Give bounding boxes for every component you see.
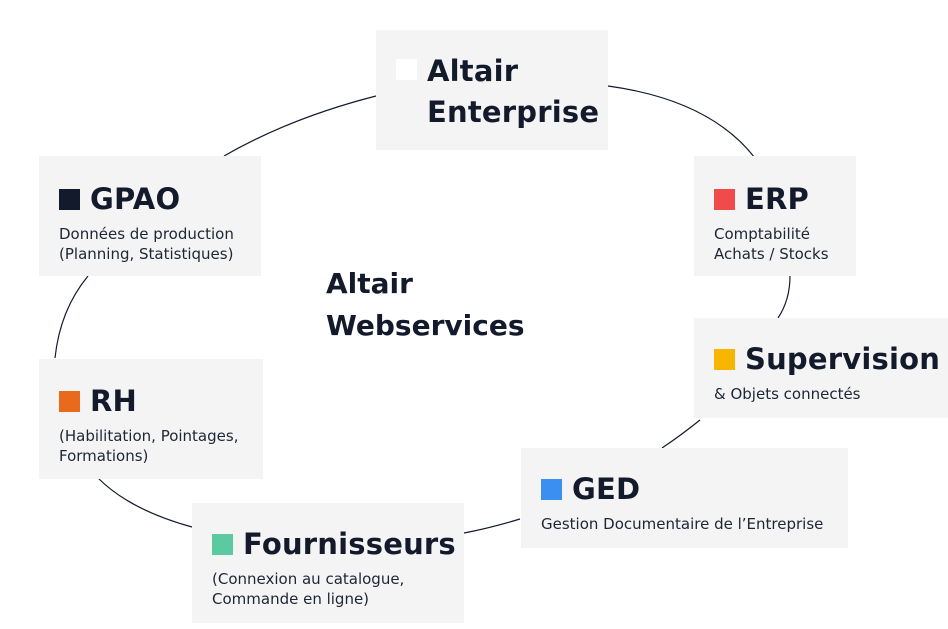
card-gpao-square-icon (59, 188, 80, 210)
card-supervision-description: & Objets connectés (714, 385, 861, 403)
card-rh-description: (Habilitation, Pointages, Formations) (59, 427, 239, 465)
card-erp: ERP Comptabilité Achats / Stocks (694, 156, 856, 276)
card-ged-square-icon (541, 478, 562, 500)
card-fournisseurs-title: Fournisseurs (243, 527, 456, 561)
card-rh: RH (Habilitation, Pointages, Formations) (39, 359, 263, 479)
card-supervision-title: Supervision (745, 342, 941, 376)
card-rh-title: RH (90, 384, 138, 418)
card-gpao-title: GPAO (90, 182, 181, 216)
card-enterprise-square-icon (396, 59, 417, 80)
card-ged-description: Gestion Documentaire de l’Entreprise (541, 515, 824, 533)
card-erp-square-icon (714, 188, 735, 210)
card-enterprise-title: Altair Enterprise (427, 54, 600, 129)
card-fournisseurs-description: (Connexion au catalogue, Commande en lig… (212, 570, 405, 608)
card-rh-square-icon (59, 390, 80, 412)
card-gpao-description: Données de production (Planning, Statist… (59, 225, 234, 263)
card-altair-enterprise: Altair Enterprise (376, 30, 608, 150)
card-ged: GED Gestion Documentaire de l’Entreprise (521, 448, 848, 548)
card-gpao: GPAO Données de production (Planning, St… (39, 156, 261, 276)
card-supervision: Supervision & Objets connectés (694, 318, 948, 418)
card-fournisseurs-square-icon (212, 533, 233, 555)
card-ged-title: GED (572, 472, 641, 506)
center-title: Altair Webservices (326, 267, 525, 342)
card-erp-title: ERP (745, 182, 809, 216)
card-supervision-square-icon (714, 348, 735, 370)
card-erp-description: Comptabilité Achats / Stocks (714, 225, 829, 263)
card-fournisseurs: Fournisseurs (Connexion au catalogue, Co… (192, 503, 464, 623)
